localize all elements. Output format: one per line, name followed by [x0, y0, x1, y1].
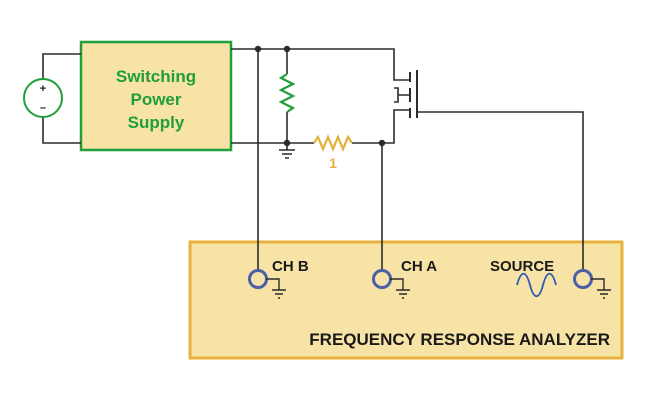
power-supply-label-line1: Switching	[116, 67, 196, 86]
analyzer-box	[188, 240, 624, 360]
power-supply-box	[79, 40, 233, 152]
load-resistor	[278, 49, 296, 143]
injection-resistor	[313, 134, 353, 152]
junction-dots	[254, 45, 386, 147]
source-label: SOURCE	[490, 258, 554, 275]
voltage-source-plus: +	[40, 83, 46, 95]
power-supply-label-line3: Supply	[128, 113, 185, 132]
bottom-rail-wire	[231, 118, 395, 144]
power-supply-label-line2: Power	[130, 90, 181, 109]
ch-a-connector	[372, 269, 410, 299]
ch-b-connector	[248, 269, 286, 299]
voltage-source: + –	[23, 53, 81, 144]
switch-transistor	[393, 70, 584, 270]
injection-resistor-value: 1	[329, 155, 337, 171]
ch-a-label: CH A	[401, 258, 437, 275]
ch-b-label: CH B	[272, 258, 309, 275]
analyzer-title: FREQUENCY RESPONSE ANALYZER	[309, 330, 610, 349]
sine-wave-icon	[516, 272, 557, 298]
top-rail-wire	[231, 48, 395, 70]
voltage-source-minus: –	[40, 102, 46, 114]
source-connector	[573, 269, 611, 299]
